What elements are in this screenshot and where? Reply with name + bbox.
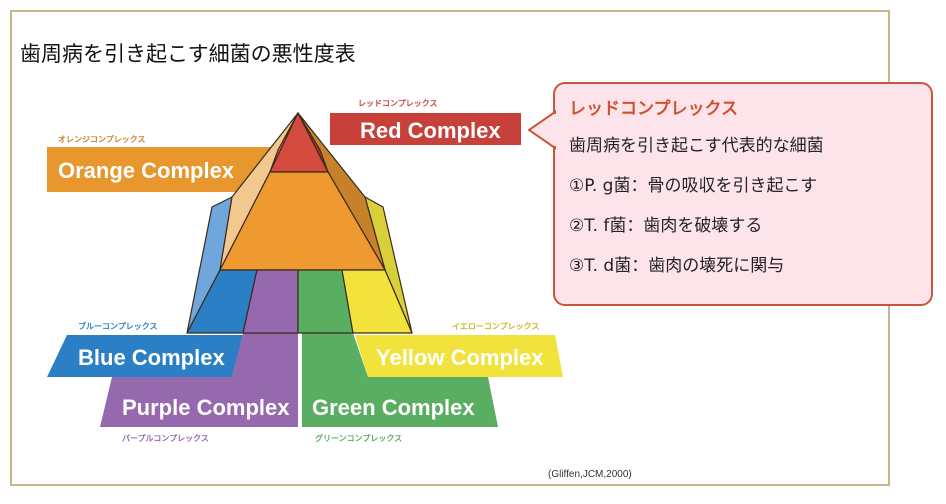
blue-complex-panel: [47, 335, 243, 377]
purple-complex-label: Purple Complex: [122, 395, 290, 420]
purple-complex-kana: パープルコンプレックス: [122, 433, 209, 443]
red-complex-label: Red Complex: [360, 118, 501, 143]
blue-complex-kana: ブルーコンプレックス: [78, 321, 158, 331]
blue-complex-label: Blue Complex: [78, 345, 225, 370]
orange-complex-kana: オレンジコンプレックス: [58, 134, 146, 144]
orange-complex-label: Orange Complex: [58, 158, 235, 183]
callout-heading: レッドコンプレックス: [569, 99, 738, 119]
citation: (Gliffen,JCM,2000): [548, 469, 632, 480]
callout-tail: [528, 110, 556, 150]
callout-line: ②T. f菌：歯肉を破壊する: [569, 216, 763, 236]
red-complex-panel: [330, 113, 521, 145]
callout-line: 歯周病を引き起こす代表的な細菌: [569, 136, 824, 156]
red-complex-callout: レッドコンプレックス 歯周病を引き起こす代表的な細菌 ①P. g菌：骨の吸収を引…: [553, 82, 933, 306]
slide-title: 歯周病を引き起こす細菌の悪性度表: [20, 42, 356, 66]
yellow-complex-label: Yellow Complex: [376, 345, 544, 370]
purple-complex-panel: [100, 333, 298, 427]
green-complex-label: Green Complex: [312, 395, 475, 420]
yellow-complex-panel: [355, 335, 563, 377]
red-complex-kana: レッドコンプレックス: [358, 98, 438, 108]
green-complex-kana: グリーンコンプレックス: [315, 433, 402, 443]
pyramid-yellow-strip: [341, 269, 413, 334]
callout-line: ③T. d菌：歯肉の壊死に関与: [569, 256, 785, 276]
green-complex-panel: [302, 333, 498, 427]
yellow-complex-kana: イエローコンプレックス: [452, 321, 539, 331]
callout-line: ①P. g菌：骨の吸収を引き起こす: [569, 176, 818, 196]
